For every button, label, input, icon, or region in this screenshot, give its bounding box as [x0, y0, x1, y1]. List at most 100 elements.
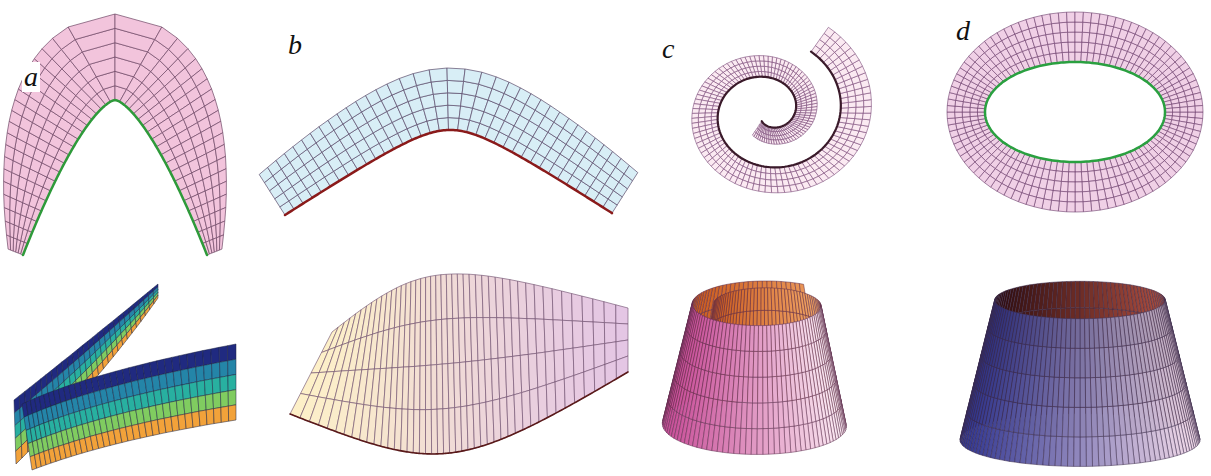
folded-sheet	[546, 382, 556, 418]
crease-pattern-mesh	[847, 113, 856, 119]
folded-sheet	[520, 354, 529, 392]
folded-sheet	[538, 385, 548, 422]
fold-curve	[23, 100, 207, 255]
folded-sheet	[197, 380, 206, 396]
folded-sheet	[188, 367, 197, 383]
crease-pattern-mesh	[705, 109, 712, 113]
folded-sheet	[593, 322, 605, 345]
folded-sheet	[220, 361, 228, 378]
folded-sheet	[526, 283, 536, 319]
cone-facet	[761, 288, 765, 311]
crease-pattern-mesh	[220, 221, 225, 236]
crease-pattern-mesh	[765, 180, 771, 187]
folded-sheet	[413, 410, 420, 454]
folded-sheet	[535, 319, 545, 353]
folded-sheet	[410, 280, 416, 324]
folded-sheet	[131, 323, 136, 334]
folded-sheet	[228, 374, 236, 391]
folded-sheet	[555, 379, 565, 413]
folded-sheet	[534, 285, 544, 320]
folded-sheet	[204, 379, 212, 395]
folded-sheet	[211, 347, 220, 364]
folded-sheet	[543, 287, 553, 320]
crease-pattern-mesh	[864, 100, 872, 107]
folded-sheet	[572, 294, 583, 322]
folded-sheet	[537, 352, 547, 388]
folded-sheet	[528, 353, 538, 390]
folded-sheet	[192, 411, 200, 427]
crease-pattern-mesh	[448, 118, 459, 131]
crease-pattern-mesh	[68, 14, 115, 40]
folded-sheet	[522, 390, 531, 430]
crease-pattern-mesh	[760, 179, 766, 186]
folded-sheet	[431, 365, 437, 410]
panel-c-folded	[662, 281, 846, 454]
folded-sheet	[136, 317, 141, 327]
folded-sheet	[604, 302, 616, 324]
folded-sheet	[140, 312, 145, 322]
folded-sheet	[179, 354, 188, 370]
folded-sheet	[181, 369, 190, 385]
folded-sheet	[212, 377, 220, 394]
crease-pattern-mesh	[220, 208, 226, 223]
folded-sheet	[426, 321, 432, 366]
folded-sheet	[214, 407, 222, 423]
folded-sheet	[426, 276, 431, 321]
folded-sheet	[198, 395, 206, 411]
folded-sheet	[154, 295, 158, 304]
panel-c-flat	[692, 27, 872, 193]
folded-sheet	[414, 366, 420, 410]
folded-sheet	[594, 364, 605, 391]
crease-pattern-mesh	[753, 184, 760, 192]
crease-pattern-mesh	[855, 113, 864, 119]
folded-sheet	[191, 397, 199, 413]
folded-sheet	[437, 364, 443, 409]
fold-curve	[285, 130, 612, 215]
fold-curve	[718, 52, 841, 168]
crease-pattern-mesh	[5, 221, 10, 236]
folded-sheet	[562, 291, 573, 321]
folded-sheet	[573, 347, 584, 376]
folded-sheet	[545, 351, 555, 385]
crease-pattern-mesh	[429, 68, 447, 82]
folded-sheet	[594, 344, 605, 369]
folded-sheet	[572, 321, 583, 348]
folded-sheet	[443, 408, 450, 453]
folded-sheet	[426, 410, 432, 454]
crease-pattern-mesh	[448, 105, 461, 118]
folded-sheet	[616, 305, 628, 324]
crease-pattern-mesh	[447, 68, 465, 81]
folded-sheet	[213, 392, 221, 408]
crease-pattern-mesh	[10, 223, 15, 238]
crease-pattern-mesh	[219, 235, 223, 250]
crease-pattern-mesh	[699, 109, 706, 114]
crease-pattern-mesh	[216, 223, 221, 238]
folded-sheet	[563, 348, 574, 379]
folded-sheet	[544, 319, 554, 352]
crease-pattern-mesh	[862, 113, 871, 120]
crease-pattern-mesh	[772, 57, 777, 63]
crease-pattern-mesh	[764, 56, 769, 62]
folded-sheet	[553, 320, 563, 351]
crease-pattern-mesh	[863, 106, 871, 113]
crease-pattern-mesh	[693, 104, 701, 109]
folded-sheet	[527, 319, 537, 355]
folded-sheet	[420, 321, 426, 366]
crease-pattern-mesh	[768, 56, 772, 62]
crease-pattern-mesh	[810, 113, 816, 116]
panel-a-folded	[14, 284, 236, 470]
crease-pattern-mesh	[115, 14, 162, 40]
folded-sheet	[145, 306, 150, 315]
folded-sheet	[204, 364, 213, 380]
crease-pattern-mesh	[7, 235, 11, 250]
folded-sheet	[401, 409, 408, 452]
crease-pattern-mesh	[215, 210, 220, 225]
folded-sheet	[183, 398, 191, 414]
folded-sheet	[127, 328, 132, 339]
folded-sheet	[220, 376, 228, 393]
folded-sheet	[554, 350, 564, 382]
folded-sheet	[228, 359, 236, 376]
crease-pattern-mesh	[848, 107, 856, 113]
